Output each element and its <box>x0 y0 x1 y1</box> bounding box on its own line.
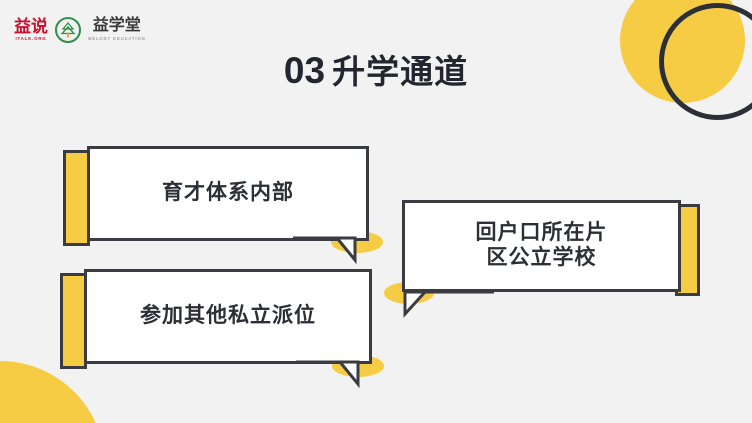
brand-logo: 益说 ITALK.ORG 益学堂 MELODY EDUCATION <box>14 13 146 47</box>
logo-melody: 益学堂 MELODY EDUCATION <box>88 18 146 41</box>
bubble-1-label: 育才体系内部 <box>162 181 294 205</box>
page-title-text: 升学通道 <box>332 53 469 90</box>
logo-italk: 益说 ITALK.ORG <box>14 18 48 41</box>
decoration-ring-top-right <box>659 3 752 120</box>
bubble-3-label: 参加其他私立派位 <box>140 304 316 328</box>
logo-italk-wordmark: 益说 <box>14 17 48 37</box>
speech-bubble-2[interactable]: 回户口所在片 区公立学校 <box>384 200 704 318</box>
logo-melody-wordmark: 益学堂 <box>92 17 141 35</box>
bubble-1-accent-bar <box>63 150 90 246</box>
bubble-3-accent-bar <box>60 273 87 369</box>
bubble-2-tail <box>403 290 494 318</box>
speech-bubble-1[interactable]: 育才体系内部 <box>63 146 403 265</box>
bubble-1-tail <box>293 236 357 265</box>
page-title-number: 03 <box>283 50 326 91</box>
bubble-2-label: 回户口所在片 区公立学校 <box>475 221 608 269</box>
speech-bubble-3[interactable]: 参加其他私立派位 <box>60 269 410 389</box>
tree-in-circle-icon <box>55 17 81 43</box>
logo-melody-subtitle: MELODY EDUCATION <box>88 36 146 42</box>
bubble-2-box: 回户口所在片 区公立学校 <box>402 200 681 292</box>
bubble-3-tail <box>296 360 360 389</box>
bubble-3-box: 参加其他私立派位 <box>84 269 372 364</box>
logo-italk-subtitle: ITALK.ORG <box>15 36 47 42</box>
bubble-1-box: 育才体系内部 <box>87 146 369 241</box>
